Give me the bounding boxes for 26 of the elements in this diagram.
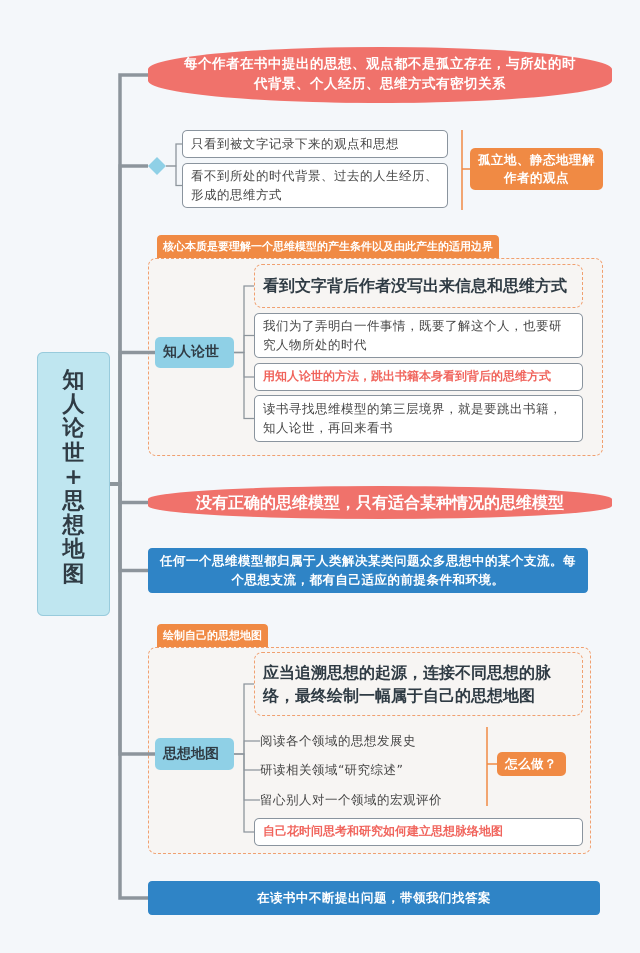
group-heading: 绘制自己的思想地图 (157, 624, 268, 647)
summary-box: 怎么做？ (497, 752, 566, 776)
key-point-box: 看到文字背后作者没写出来信息和思维方式 (254, 264, 583, 308)
main-branch-box: 在读书中不断提出问题，带领我们找答案 (148, 881, 600, 915)
main-branch-banner: 没有正确的思维模型，只有适合某种情况的思维模型 (148, 486, 612, 519)
summary-box: 孤立地、静态地理解作者的观点 (470, 148, 603, 190)
subtopic-box: 读书寻找思维模型的第三层境界，就是要跳出书籍，知人论世，再回来看书 (254, 395, 583, 442)
subtopic-text: 留心别人对一个领域的宏观评价 (260, 790, 460, 810)
subtopic-box: 自己花时间思考和研究如何建立思想脉络地图 (254, 818, 583, 846)
connector-line (234, 352, 254, 420)
connector-line (166, 165, 182, 186)
subtopic-box: 用知人论世的方法，跳出书籍本身看到背后的思维方式 (254, 363, 583, 391)
subtopic-box: 看不到所处的时代背景、过去的人生经历、形成的思维方式 (182, 163, 448, 208)
branch-topic-box: 知人论世 (155, 337, 234, 368)
connector-line (110, 482, 148, 900)
subtopic-text: 阅读各个领域的思想发展史 (260, 731, 460, 751)
subtopic-box: 只看到被文字记录下来的观点和思想 (182, 130, 448, 158)
branch-topic-box: 思想地图 (155, 738, 234, 770)
connector-line (234, 753, 254, 833)
main-branch-box: 任何一个思维模型都归属于人类解决某类问题众多思想中的某个支流。每个思想支流，都有自己适应的前提条件和环境。 (148, 548, 588, 593)
subtopic-box: 我们为了弄明白一件事情，既要了解这个人，也要研究人物所处的时代 (254, 313, 583, 358)
central-topic-box: 知人论世+思想地图 (37, 352, 110, 616)
key-point-box: 应当追溯思想的起源，连接不同思想的脉络，最终绘制一幅属于自己的思想地图 (254, 652, 583, 716)
subtopic-text: 研读相关领域“研究综述” (260, 760, 460, 780)
main-branch-banner: 每个作者在书中提出的思想、观点都不是孤立存在，与所处的时代背景、个人经历、思维方式有密切关系 (148, 47, 612, 103)
group-heading: 核心本质是要理解一个思维模型的产生条件以及由此产生的适用边界 (157, 235, 499, 258)
